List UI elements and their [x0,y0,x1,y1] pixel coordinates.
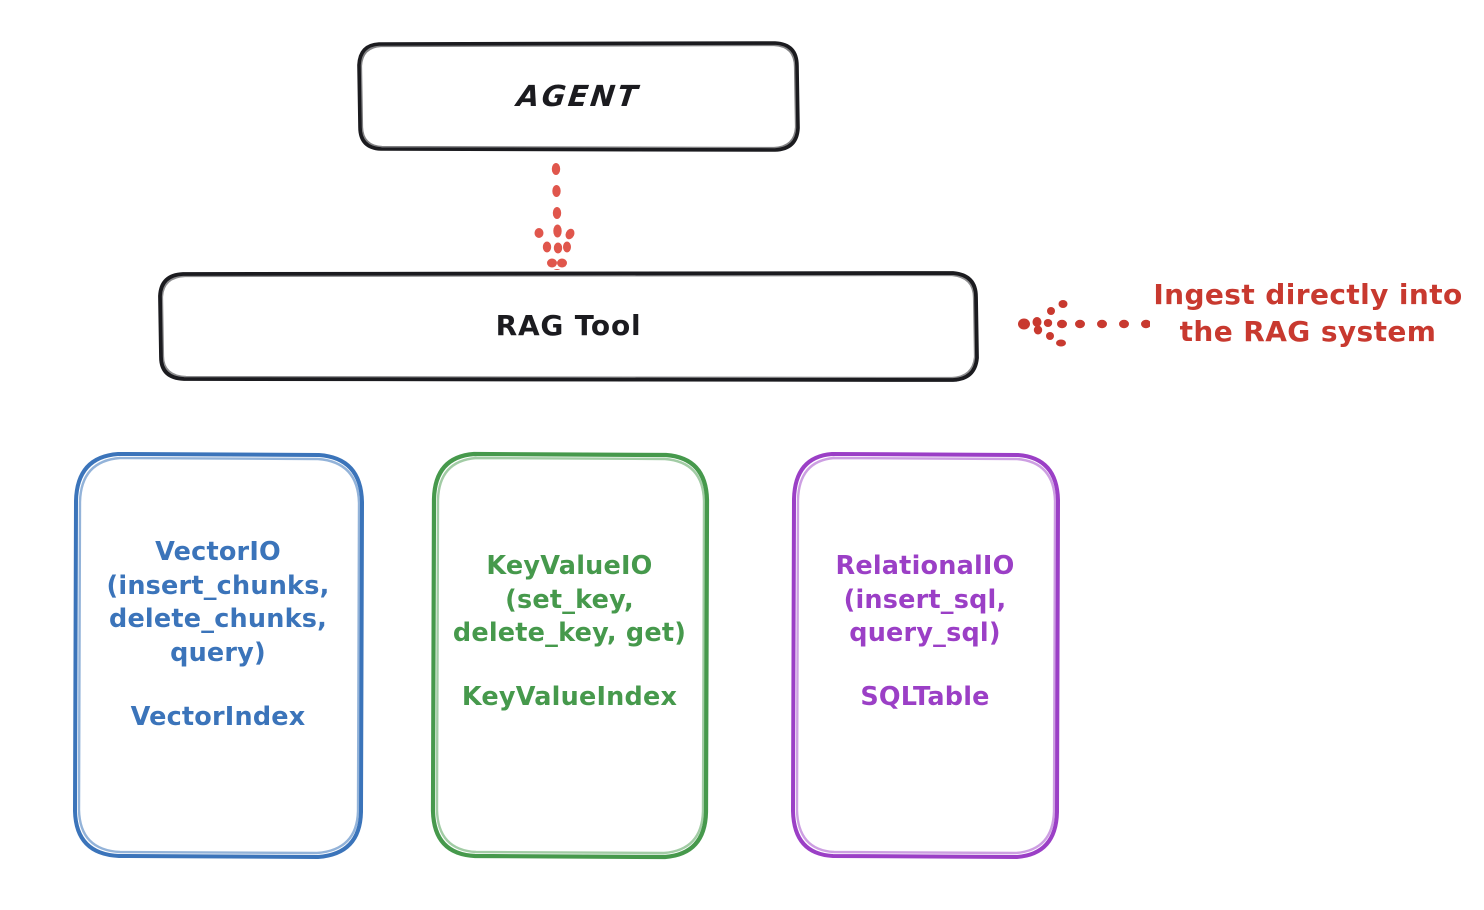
agent-to-rag-tool-arrow [500,155,620,281]
relational-io-content: RelationalIO (insert_sql, query_sql) SQL… [788,550,1062,715]
agent-label: AGENT [515,78,642,113]
relational-io-index-label: SQLTable [860,681,990,712]
rag-tool-node[interactable]: RAG Tool [157,270,980,383]
ingest-annotation-text: Ingest directly into the RAG system [1153,278,1463,349]
agent-to-rag-tool-arrow-icon [534,163,575,281]
vector-io-node[interactable]: VectorIO (insert_chunks, delete_chunks, … [70,450,366,862]
key-value-io-node[interactable]: KeyValueIO (set_key, delete_key, get) Ke… [428,450,711,862]
key-value-io-api-label: KeyValueIO (set_key, delete_key, get) [452,551,687,649]
relational-io-spacer [794,651,1056,681]
vector-io-spacer [76,671,360,701]
vector-io-api-label: VectorIO (insert_chunks, delete_chunks, … [106,537,330,668]
ingest-into-rag-arrow [1015,296,1151,352]
rag-tool-label: RAG Tool [495,309,642,343]
vector-io-index-label: VectorIndex [130,701,306,732]
relational-io-node[interactable]: RelationalIO (insert_sql, query_sql) SQL… [788,450,1062,862]
agent-node[interactable]: AGENT [357,40,800,153]
key-value-io-content: KeyValueIO (set_key, delete_key, get) Ke… [428,550,711,715]
key-value-io-index-label: KeyValueIndex [461,681,678,712]
key-value-io-spacer [434,651,705,681]
ingest-into-rag-arrow-icon [1018,300,1151,347]
relational-io-api-label: RelationalIO (insert_sql, query_sql) [835,551,1015,649]
vector-io-content: VectorIO (insert_chunks, delete_chunks, … [70,536,366,734]
